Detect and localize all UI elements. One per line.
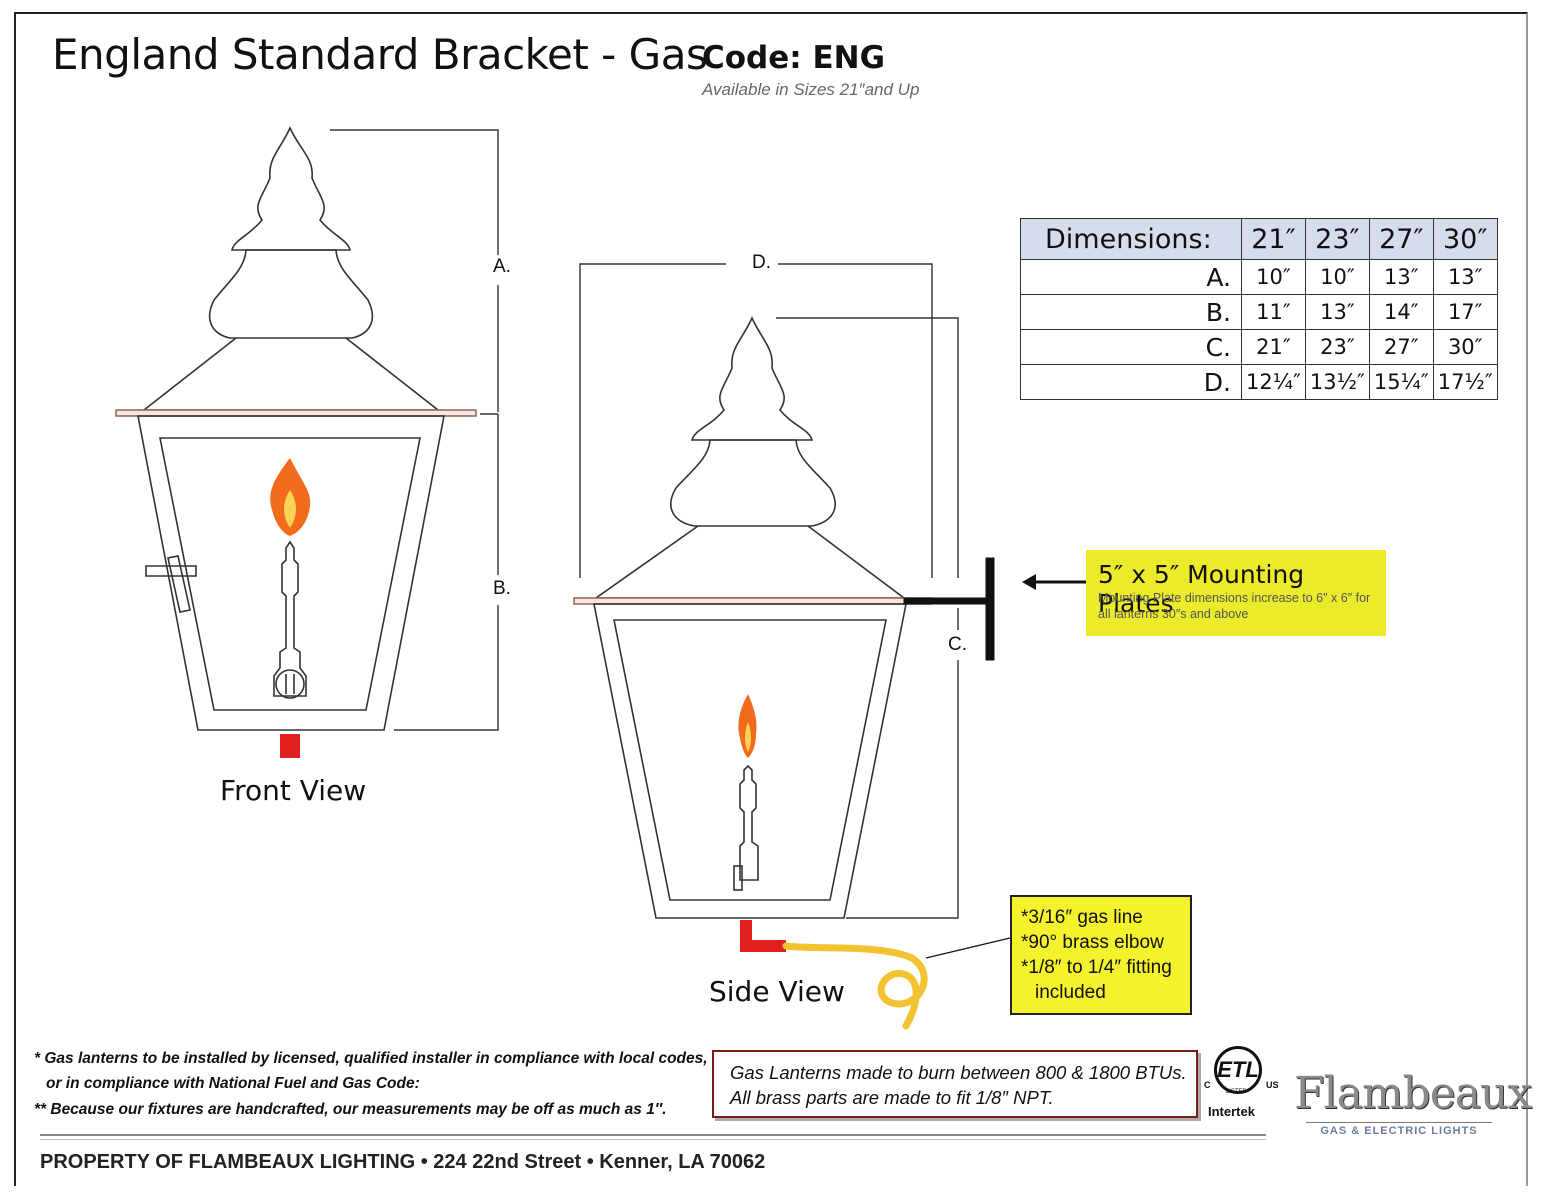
front-roof [141, 337, 441, 411]
table-header-cell: 23″ [1304, 218, 1370, 260]
page-title: England Standard Bracket - Gas [52, 30, 708, 79]
table-cell: 30″ [1432, 329, 1498, 365]
table-row-label: A. [1020, 259, 1242, 295]
table-cell: 13″ [1368, 259, 1434, 295]
table-header-cell: 30″ [1432, 218, 1498, 260]
table-cell: 12¼″ [1241, 364, 1306, 400]
table-cell: 23″ [1304, 329, 1370, 365]
front-gas-inlet [280, 734, 300, 758]
table-cell: 10″ [1304, 259, 1370, 295]
table-row: A. 10″ 10″ 13″ 13″ [1020, 259, 1498, 295]
product-code: Code: ENG [702, 40, 886, 76]
gas-fitting-callout: *3/16″ gas line *90° brass elbow *1/8″ t… [1010, 895, 1192, 1015]
gas-line [782, 942, 928, 1030]
side-dimension-lines [579, 263, 959, 919]
table-cell: 13″ [1304, 294, 1370, 330]
front-bracket-arm [145, 555, 197, 613]
table-header-row: Dimensions: 21″ 23″ 27″ 30″ [1020, 218, 1498, 260]
front-roof-rim [115, 409, 477, 417]
table-row-label: D. [1020, 364, 1242, 400]
table-row-label: B. [1020, 294, 1242, 330]
table-header-cell: 27″ [1368, 218, 1434, 260]
table-cell: 17½″ [1432, 364, 1498, 400]
side-view-label: Side View [709, 975, 845, 1008]
btu-notice: Gas Lanterns made to burn between 800 & … [712, 1050, 1198, 1118]
bracket-arm [903, 597, 991, 605]
table-cell: 10″ [1241, 259, 1306, 295]
drawing-sheet [14, 12, 1528, 1186]
table-cell: 11″ [1241, 294, 1306, 330]
table-row: B. 11″ 13″ 14″ 17″ [1020, 294, 1498, 330]
side-burner [739, 764, 759, 881]
etl-logo: ETL [1214, 1046, 1262, 1094]
gas-callout-line: included [1035, 982, 1106, 1003]
available-sizes: Available in Sizes 21″and Up [702, 80, 920, 99]
table-cell: 15¼″ [1368, 364, 1434, 400]
side-bracket [903, 557, 995, 661]
table-row: C. 21″ 23″ 27″ 30″ [1020, 329, 1498, 365]
mounting-plates-heading: 5″ x 5″ Mounting Plates [1098, 560, 1305, 618]
mounting-arrow [1022, 574, 1086, 590]
table-header-cell: 21″ [1241, 218, 1306, 260]
front-dim-a-label: A. [493, 256, 511, 277]
side-frame-inner [613, 619, 887, 901]
front-dimension-lines [330, 129, 499, 731]
side-frame-outer [593, 603, 907, 919]
etl-listed: LISTED [1226, 1089, 1248, 1095]
logo-name: Flambeaux [1294, 1068, 1532, 1119]
etl-c: C [1204, 1080, 1211, 1090]
etl-listed-mark: ETL C US LISTED Intertek [1204, 1044, 1280, 1124]
table-header-cell: Dimensions: [1020, 218, 1242, 260]
logo-tagline: GAS & ELECTRIC LIGHTS [1306, 1122, 1492, 1137]
gas-callout-line: *3/16″ gas line [1021, 907, 1143, 928]
handcrafted-note: ** Because our fixtures are handcrafted,… [34, 1101, 667, 1118]
intertek-label: Intertek [1208, 1104, 1255, 1119]
table-cell: 27″ [1368, 329, 1434, 365]
etl-us: US [1266, 1080, 1279, 1090]
side-lantern [573, 316, 933, 919]
flambeaux-logo: Flambeaux GAS & ELECTRIC LIGHTS [1294, 1068, 1532, 1140]
mounting-plates-callout: 5″ x 5″ Mounting Plates Mounting Plate d… [1086, 550, 1386, 636]
install-note-cont: or in compliance with National Fuel and … [46, 1075, 420, 1092]
side-dome [670, 439, 836, 527]
brass-parts-line: All brass parts are made to fit 1/8″ NPT… [730, 1087, 1054, 1108]
front-finial [231, 126, 351, 251]
table-cell: 14″ [1368, 294, 1434, 330]
front-valve [275, 669, 305, 699]
front-frame-outer [137, 415, 445, 731]
front-view-label: Front View [220, 774, 367, 807]
footer-divider-thin [40, 1139, 1266, 1140]
side-finial [691, 316, 813, 441]
front-dome [208, 249, 374, 339]
btu-line: Gas Lanterns made to burn between 800 & … [730, 1062, 1187, 1083]
side-dim-d-label: D. [752, 252, 771, 273]
install-note: * Gas lanterns to be installed by licens… [34, 1050, 708, 1067]
gas-callout-leader [925, 937, 1011, 959]
front-burner [273, 540, 307, 697]
side-roof-rim [573, 597, 933, 605]
side-dim-c-label: C. [948, 634, 967, 655]
footer-address: PROPERTY OF FLAMBEAUX LIGHTING • 224 22n… [40, 1151, 766, 1173]
table-cell: 21″ [1241, 329, 1306, 365]
table-row-label: C. [1020, 329, 1242, 365]
side-roof [593, 525, 907, 599]
table-cell: 13½″ [1304, 364, 1370, 400]
front-dim-b-label: B. [493, 578, 511, 599]
table-cell: 17″ [1432, 294, 1498, 330]
footer-divider [40, 1134, 1266, 1136]
side-gas-elbow [740, 920, 786, 952]
gas-callout-line: *90° brass elbow [1021, 932, 1164, 953]
table-cell: 13″ [1432, 259, 1498, 295]
front-frame-inner [159, 437, 421, 711]
mounting-plate [985, 557, 995, 661]
front-lantern [115, 126, 477, 731]
dimensions-table: Dimensions: 21″ 23″ 27″ 30″ A. 10″ 10″ 1… [1020, 218, 1498, 400]
table-row: D. 12¼″ 13½″ 15¼″ 17½″ [1020, 364, 1498, 400]
mounting-plates-note: Mounting Plate dimensions increase to 6″… [1098, 591, 1371, 621]
gas-callout-line: *1/8″ to 1/4″ fitting [1021, 957, 1172, 978]
